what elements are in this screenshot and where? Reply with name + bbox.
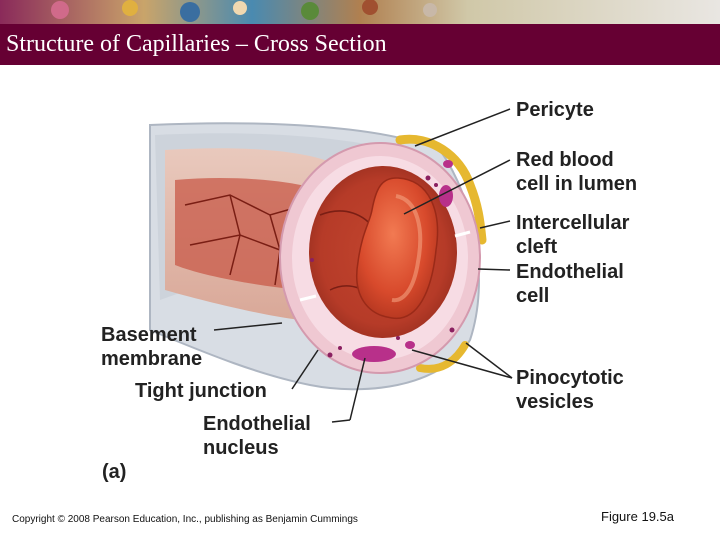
label-pino-line2: vesicles — [516, 391, 594, 413]
label-basement-line1: Basement — [101, 324, 197, 346]
panel-label: (a) — [102, 461, 126, 483]
figure-number: Figure 19.5a — [601, 509, 674, 524]
header-image-strip — [0, 0, 720, 24]
label-basement-line2: membrane — [101, 348, 202, 370]
label-pericyte: Pericyte — [516, 99, 594, 121]
label-tight-junction: Tight junction — [135, 380, 267, 402]
label-endothelial-cell-line2: cell — [516, 285, 549, 307]
label-nucleus-line1: Endothelial — [203, 413, 311, 435]
label-nucleus-line2: nucleus — [203, 437, 279, 459]
label-rbc-line2: cell in lumen — [516, 173, 637, 195]
copyright-text: Copyright © 2008 Pearson Education, Inc.… — [12, 514, 358, 525]
slide-title: Structure of Capillaries – Cross Section — [6, 31, 387, 58]
label-cleft-line2: cleft — [516, 236, 557, 258]
capillary-diagram: Pericyte Red blood cell in lumen Interce… — [0, 65, 720, 485]
label-rbc-line1: Red blood — [516, 149, 614, 171]
label-cleft-line1: Intercellular — [516, 212, 629, 234]
title-bar: Structure of Capillaries – Cross Section — [0, 24, 720, 65]
label-pino-line1: Pinocytotic — [516, 367, 624, 389]
label-endothelial-cell-line1: Endothelial — [516, 261, 624, 283]
